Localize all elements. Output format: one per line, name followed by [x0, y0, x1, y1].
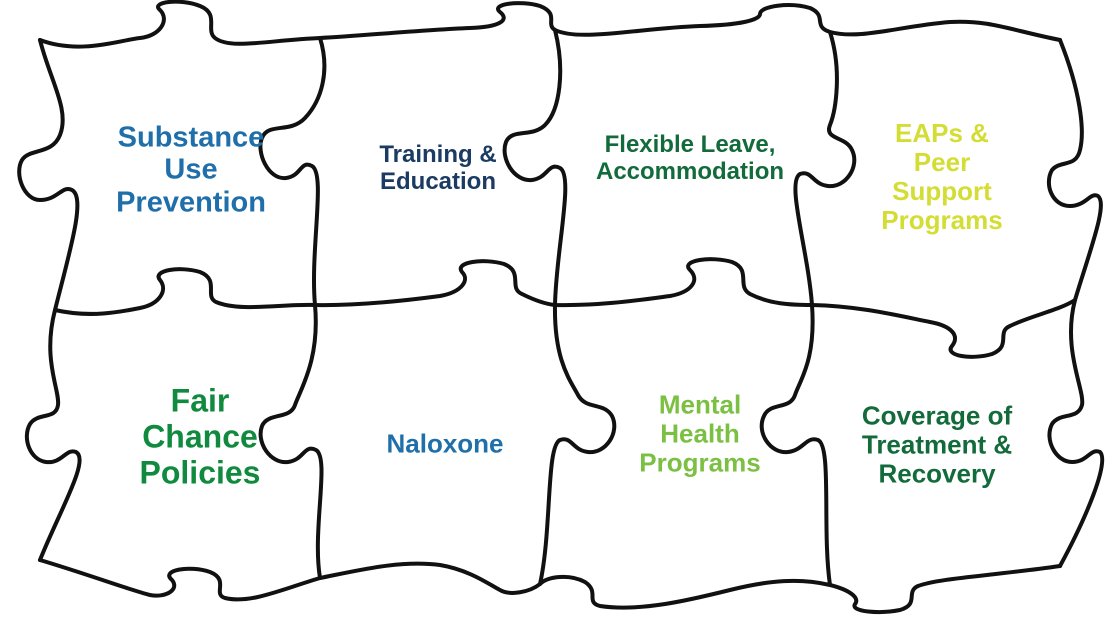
piece-line: Accommodation: [595, 158, 785, 185]
piece-line: Flexible Leave,: [604, 131, 776, 159]
piece-label-flexible-leave-accommodation: Flexible Leave, Accommodation: [595, 131, 785, 186]
puzzle-seam-horizontal: [53, 257, 1077, 359]
piece-label-coverage-treatment-recovery: Coverage of Treatment & Recovery: [862, 401, 1012, 488]
puzzle-edge-left: [17, 38, 82, 562]
piece-line: Policies: [139, 453, 261, 490]
piece-label-training-education: Training & Education: [379, 141, 497, 196]
piece-line: Mental: [658, 389, 742, 420]
piece-line: Training &: [379, 141, 497, 169]
puzzle-edge-top: [38, 0, 1062, 49]
piece-line: Prevention: [116, 186, 266, 219]
puzzle-edge-right: [1046, 38, 1105, 568]
piece-line: EAPs &: [895, 117, 989, 148]
piece-line: Programs: [881, 205, 1003, 236]
piece-label-naloxone: Naloxone: [386, 429, 503, 458]
piece-line: Recovery: [878, 458, 996, 489]
piece-line: Fair: [170, 382, 230, 419]
piece-line: Naloxone: [386, 428, 504, 459]
piece-line: Treatment &: [861, 429, 1013, 460]
piece-label-mental-health-programs: Mental Health Programs: [639, 390, 760, 477]
piece-line: Support: [892, 176, 992, 206]
piece-line: Coverage of: [861, 400, 1013, 431]
piece-label-eaps-peer-support: EAPs & Peer Support Programs: [881, 117, 1003, 236]
piece-line: Programs: [639, 447, 761, 478]
piece-label-fair-chance-policies: Fair Chance Policies: [139, 382, 261, 490]
piece-line: Substance: [117, 121, 265, 154]
piece-line: Use: [164, 153, 218, 186]
piece-line: Health: [660, 418, 740, 449]
piece-line: Education: [379, 168, 496, 195]
puzzle-edge-bottom: [38, 558, 1062, 614]
piece-line: Peer: [913, 146, 971, 177]
piece-label-substance-use-prevention: Substance Use Prevention: [116, 121, 266, 218]
piece-line: Chance: [142, 418, 258, 455]
